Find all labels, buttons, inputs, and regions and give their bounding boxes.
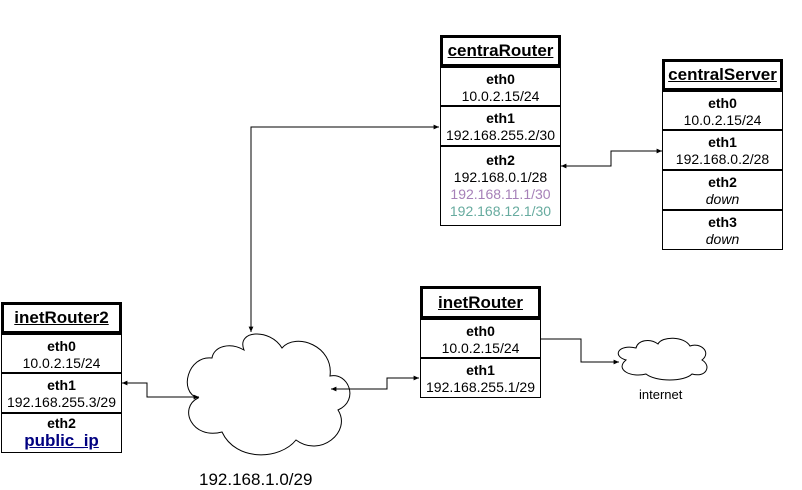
interface-ip: 192.168.255.2/30 [446,127,555,143]
inetrouter2-eth1: eth1 192.168.255.3/29 [1,373,122,413]
link-inetrouter2-cloud [122,380,199,400]
centralserver-eth0: eth0 10.0.2.15/24 [662,91,783,130]
interface-ip-tertiary: 192.168.12.1/30 [449,203,552,219]
centralserver-eth2: eth2 down [662,170,783,210]
interface-ip: 192.168.0.2/28 [675,151,770,167]
interface-name: eth0 [47,338,76,354]
link-cloud-centrarouter [248,124,439,332]
centrarouter-eth2: eth2 192.168.0.1/28 192.168.11.1/30 192.… [440,146,561,226]
inetrouter2-eth2: eth2 public_ip [1,413,122,453]
interface-name: eth2 [708,174,737,190]
interface-ip: 10.0.2.15/24 [683,112,762,128]
interface-ip-secondary: 192.168.11.1/30 [450,186,551,202]
interface-ip: 10.0.2.15/24 [461,88,540,104]
internet-cloud [617,337,708,381]
centralserver-eth3: eth3 down [662,210,783,250]
interface-name: eth0 [466,323,495,339]
inetrouter-title: inetRouter [420,286,541,319]
interface-name: eth0 [486,71,515,87]
interface-ip: 192.168.255.3/29 [7,394,116,410]
link-cloud-inetrouter [331,375,419,392]
link-centrarouter-centralserver [561,148,662,169]
inetrouter2-title: inetRouter2 [1,302,122,334]
interface-name: eth3 [708,214,737,230]
interface-ip: 10.0.2.15/24 [441,340,520,356]
network-cloud [186,333,351,456]
centrarouter-title: centraRouter [440,35,561,67]
interface-name: eth1 [486,110,515,126]
network-label: 192.168.1.0/29 [199,470,313,489]
inetrouter2-eth0: eth0 10.0.2.15/24 [1,334,122,373]
interface-name: eth1 [708,134,737,150]
centralserver-eth1: eth1 192.168.0.2/28 [662,130,783,170]
link-inetrouter-internet [541,338,619,365]
interface-ip: 192.168.0.1/28 [453,169,548,185]
inetrouter-eth0: eth0 10.0.2.15/24 [420,319,541,358]
public-ip-link[interactable]: public_ip [24,431,99,450]
interface-name: eth1 [466,362,495,378]
interface-state: down [705,231,740,247]
centralserver-title: centralServer [662,59,783,91]
interface-name: eth0 [708,95,737,111]
internet-label: internet [639,387,683,402]
interface-ip: 192.168.255.1/29 [426,379,535,395]
interface-name: eth2 [486,152,515,168]
interface-name: eth1 [47,377,76,393]
interface-ip: 10.0.2.15/24 [22,355,101,371]
inetrouter-eth1: eth1 192.168.255.1/29 [420,358,541,398]
interface-name: eth2 [47,415,76,431]
interface-state: down [705,191,740,207]
centrarouter-eth1: eth1 192.168.255.2/30 [440,106,561,146]
centrarouter-eth0: eth0 10.0.2.15/24 [440,67,561,106]
